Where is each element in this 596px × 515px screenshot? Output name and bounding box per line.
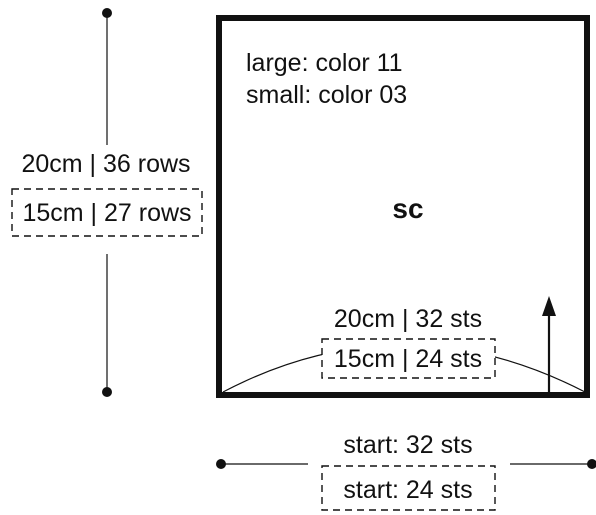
color-small-label: small: color 03 (246, 81, 407, 109)
start-small-label: start: 24 sts (343, 476, 472, 504)
panel-outline (216, 15, 590, 398)
width-small-label: 15cm | 24 sts (334, 345, 482, 373)
start-large-label: start: 32 sts (343, 431, 472, 459)
start-endpoint-left (216, 459, 226, 469)
width-small-box (321, 338, 496, 379)
height-endpoint-top (102, 8, 112, 18)
start-small-box (321, 465, 496, 511)
color-large-label: large: color 11 (246, 49, 403, 77)
height-endpoint-bottom (102, 387, 112, 397)
height-small-label: 15cm | 27 rows (22, 199, 191, 227)
direction-arrow-icon (542, 296, 556, 316)
width-large-label: 20cm | 32 sts (334, 305, 482, 333)
start-endpoint-right (587, 459, 596, 469)
width-large-backing (324, 300, 492, 336)
stitch-code-label: sc (392, 193, 423, 224)
height-large-label: 20cm | 36 rows (21, 150, 190, 178)
height-small-box (11, 188, 203, 237)
